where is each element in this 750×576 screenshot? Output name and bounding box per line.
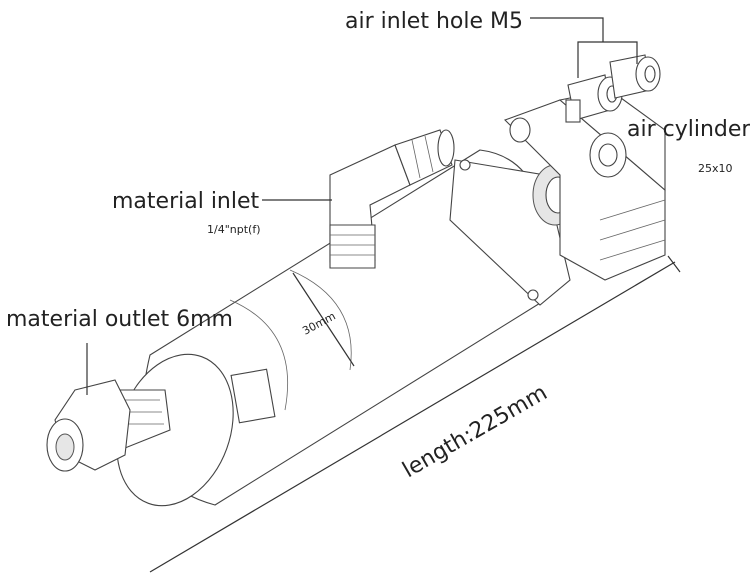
outlet-nut [46,379,171,472]
air-cylinder-block [504,89,666,281]
material-inlet-label: material inlet [112,189,260,214]
material-outlet-label: material outlet 6mm [6,307,233,332]
air-cylinder-size-label: 25x10 [698,162,733,175]
material-inlet-thread-label: 1/4"npt(f) [207,223,261,236]
air-fittings [565,54,661,123]
length-label: length:225mm [399,380,552,483]
air-cylinder-label: air cylinder [627,117,750,142]
material-inlet-elbow [329,129,455,269]
leader-lines [86,17,638,395]
barrel-window [230,368,276,424]
air-inlet-label: air inlet hole M5 [345,9,523,34]
